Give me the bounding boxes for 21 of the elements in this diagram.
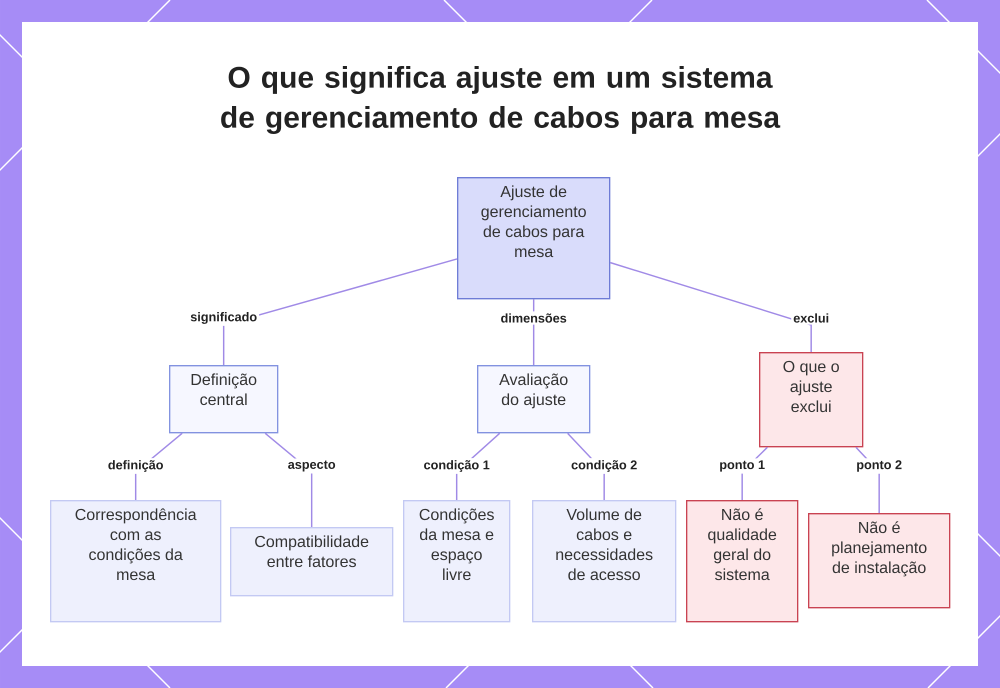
title: O que significa ajuste em um sistema de gerenciamento de cabos para mesa [221, 66, 780, 134]
edge-label: definição [106, 458, 166, 474]
concept-box: Definição central [169, 365, 278, 434]
topic-box: Ajuste de gerenciamento de cabos para mesa [457, 177, 610, 300]
exclusion-box: Não é qualidade geral do sistema [686, 500, 798, 622]
concept-box: Avaliação do ajuste [477, 365, 590, 434]
exclusion-box: O que o ajuste exclui [759, 352, 864, 448]
edge-label: condição 1 [422, 458, 492, 474]
edge-label: exclui [791, 311, 832, 325]
concept-box: Correspondência com as condições da mesa [50, 500, 222, 622]
edge-label: ponto 2 [854, 458, 904, 474]
exclusion-box: Não é planejamento de instalação [808, 513, 950, 608]
concept-box: Condições da mesa e espaço livre [403, 500, 510, 622]
edge-label: ponto 1 [717, 458, 768, 474]
concept-box: Volume de cabos e necessidades de acesso [532, 500, 676, 622]
edge-label: condição 2 [569, 458, 640, 474]
connector [610, 262, 812, 352]
concept-box: Compatibilidade entre fatores [230, 527, 394, 596]
edge-label: dimensões [498, 311, 569, 325]
edge-label: significado [188, 310, 260, 326]
edge-label: aspecto [286, 458, 338, 474]
